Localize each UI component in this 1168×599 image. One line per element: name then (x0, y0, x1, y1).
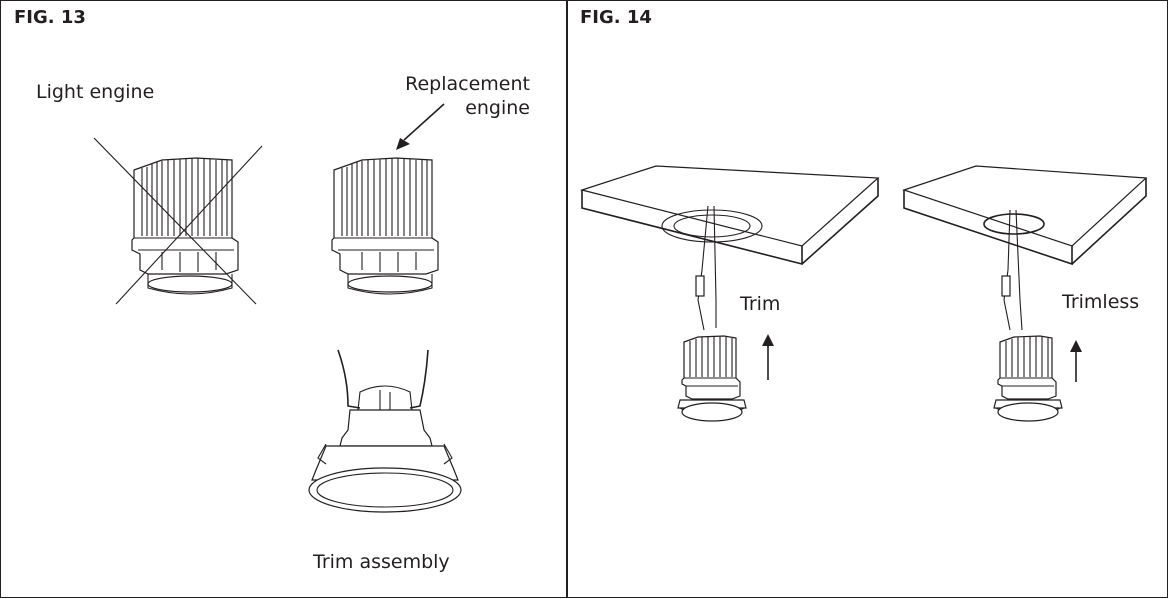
light-engine-label: Light engine (36, 81, 155, 103)
trimless-label: Trimless (1062, 291, 1140, 313)
fig-14-title: FIG. 14 (580, 7, 652, 28)
trim-label: Trim (740, 293, 781, 315)
pointer-arrow-head (396, 138, 410, 150)
replacement-label-line1: Replacement (405, 73, 530, 95)
cross-line-1 (93, 137, 257, 305)
light-engine-illustration (93, 137, 263, 305)
replacement-label-line2: engine (465, 97, 530, 119)
trimless-ceiling-illustration (902, 165, 1148, 422)
replacement-engine-label: Replacement engine (405, 72, 530, 120)
pointer-arrow-shaft (403, 103, 445, 141)
replacement-engine-illustration (331, 103, 445, 295)
trim-ceiling-illustration (579, 165, 880, 422)
fig-13-title: FIG. 13 (14, 7, 86, 28)
trim-assembly-illustration (308, 349, 462, 513)
trim-assembly-label: Trim assembly (313, 551, 450, 573)
cross-line-2 (115, 145, 263, 305)
fig-13-panel (0, 0, 568, 598)
